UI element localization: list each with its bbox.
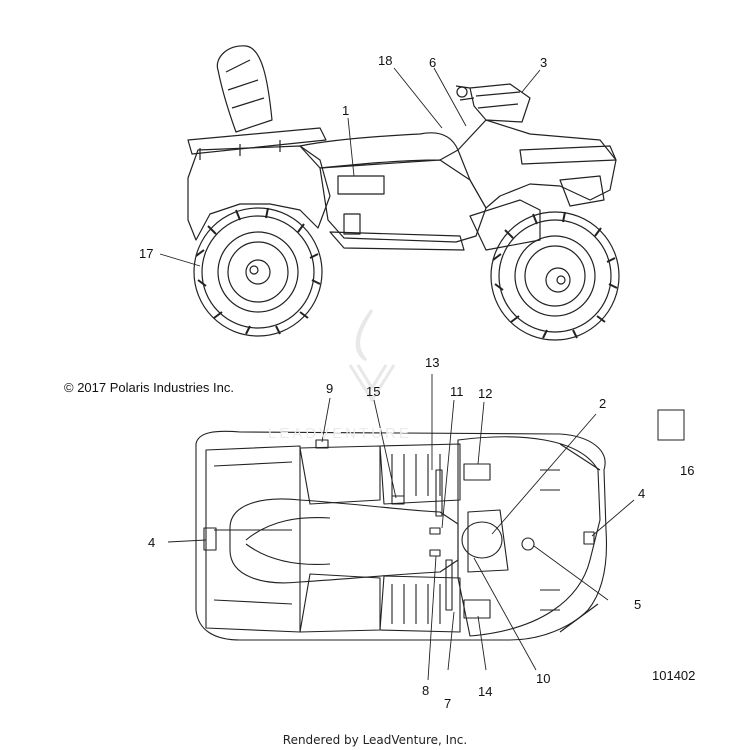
callout-4-rear: 4 (148, 535, 156, 550)
atv-side-view (187, 45, 620, 341)
callout-3: 3 (540, 55, 548, 70)
callout-17: 17 (139, 246, 154, 261)
footer-credit: Rendered by LeadVenture, Inc. (282, 733, 468, 747)
callout-12: 12 (478, 386, 493, 401)
rear-wheel (193, 207, 323, 337)
front-wheel (490, 211, 620, 341)
callout-2: 2 (599, 396, 607, 411)
callout-13: 13 (425, 355, 440, 370)
copyright-notice: © 2017 Polaris Industries Inc. (64, 380, 234, 395)
leader-lines-bottom (167, 374, 635, 681)
callout-15: 15 (366, 384, 381, 399)
callout-4-front: 4 (638, 486, 646, 501)
callout-9: 9 (326, 381, 334, 396)
callout-1: 1 (342, 103, 350, 118)
decal-16 (657, 409, 685, 441)
callout-7: 7 (444, 696, 452, 711)
callout-8: 8 (422, 683, 430, 698)
watermark-text: LEADVENTURE (268, 425, 412, 442)
callout-16: 16 (680, 463, 695, 478)
callout-11: 11 (450, 384, 464, 399)
callout-5: 5 (634, 597, 642, 612)
atv-top-view (195, 430, 607, 641)
callout-10: 10 (536, 671, 551, 686)
watermark-logo (348, 309, 396, 403)
callout-18: 18 (378, 53, 393, 68)
leader-lines-top (159, 67, 541, 267)
callout-14: 14 (478, 684, 493, 699)
callout-6: 6 (429, 55, 437, 70)
diagram-number: 101402 (652, 668, 696, 683)
